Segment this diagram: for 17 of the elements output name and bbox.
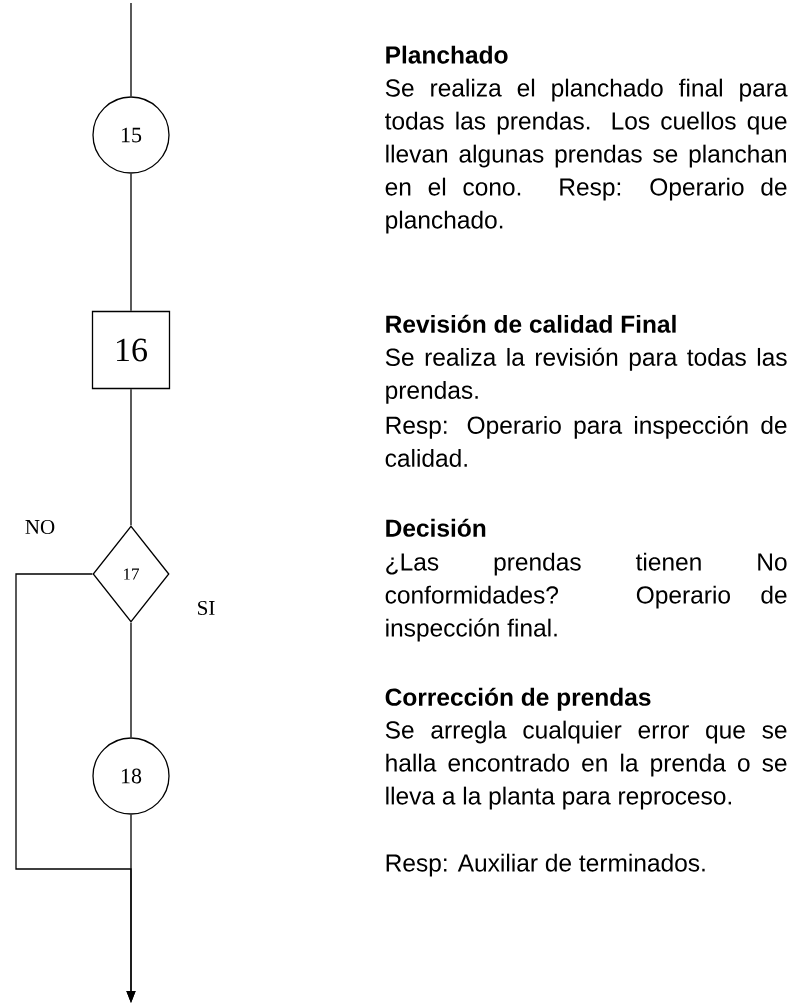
connector-line [130,622,132,738]
connector-line [130,2,132,97]
step-heading: Decisión [386,518,486,537]
description-text: Resp: Operario para inspección de calidad. [385,415,787,467]
step-heading: Revisión de calidad Final [386,314,676,333]
step-heading: Planchado [386,45,508,64]
description-text: Se realiza el planchado final para todas las prendas. Los cuellos que llevan algunas prendas se planchan en el cono. Resp: Operario de planchado. [385,78,788,234]
edge-label: NO [23,518,57,536]
description-text: Resp: Auxiliar de terminados. [386,853,705,877]
connector-line [130,388,132,526]
step-heading: Corrección de prendas [385,687,651,711]
description-text: ¿Las prendas tienen No conformidades? Operario de inspección final. [385,552,787,642]
inspection-box: 16 [91,310,171,390]
edge-label: SI [195,599,217,617]
connector-line [130,173,132,312]
description-text: Se arregla cualquier error que se halla encontrado en la prenda o se lleva a la planta para reproceso. [385,720,787,810]
description-text: Se realiza la revisión para todas las prendas. [385,347,787,404]
